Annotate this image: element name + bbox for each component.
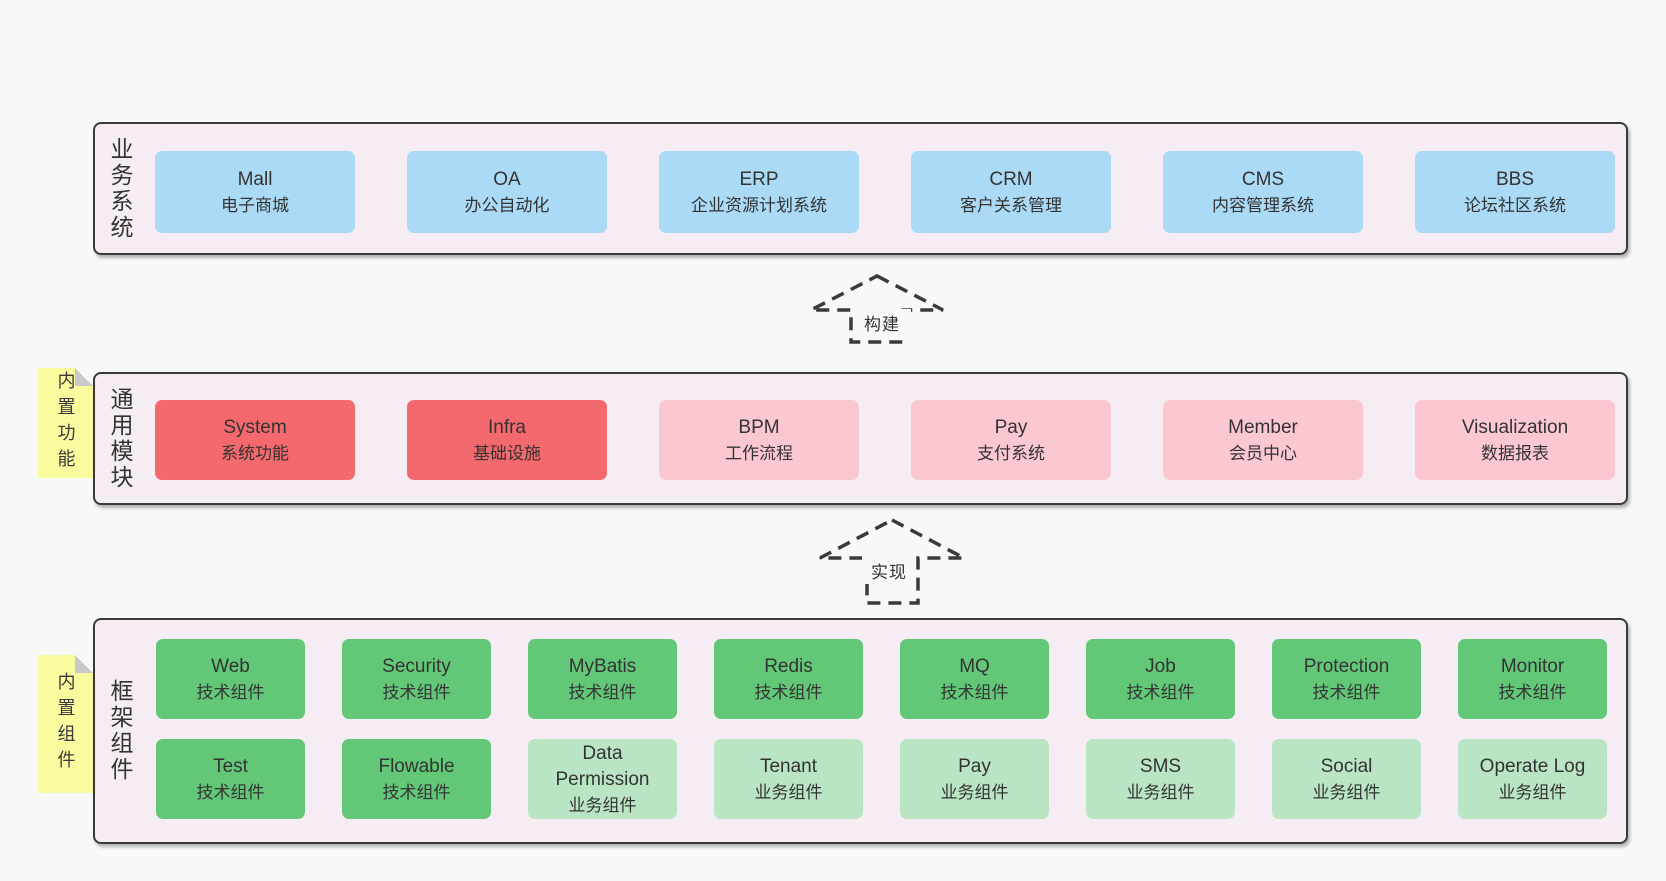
box-tenant: Tenant 业务组件 (714, 739, 863, 819)
box-job: Job 技术组件 (1086, 639, 1235, 719)
box-erp: ERP 企业资源计划系统 (659, 151, 859, 233)
layer-title: 框架组件 (107, 679, 133, 783)
box-row: Mall 电子商城 OA 办公自动化 ERP 企业资源计划系统 CRM 客户关系… (155, 151, 1615, 233)
box-data-permission: Data Permission 业务组件 (528, 739, 677, 819)
arrow-label-implement: 实现 (862, 556, 916, 584)
box-monitor: Monitor 技术组件 (1458, 639, 1607, 719)
box-crm: CRM 客户关系管理 (911, 151, 1111, 233)
box-mybatis: MyBatis 技术组件 (528, 639, 677, 719)
box-sms: SMS 业务组件 (1086, 739, 1235, 819)
layer-common-modules: 通用模块 System 系统功能 Infra 基础设施 BPM 工作流程 Pay… (93, 372, 1628, 505)
box-flowable: Flowable 技术组件 (342, 739, 491, 819)
dashed-up-arrow-icon (810, 274, 944, 344)
sticky-label: 内置组件 (55, 672, 76, 776)
dashed-up-arrow-icon (819, 518, 965, 605)
box-row: System 系统功能 Infra 基础设施 BPM 工作流程 Pay 支付系统… (155, 400, 1615, 480)
box-infra: Infra 基础设施 (407, 400, 607, 480)
box-social: Social 业务组件 (1272, 739, 1421, 819)
sticky-built-in-components: 内置组件 (38, 655, 93, 793)
layer-title: 业务系统 (107, 136, 133, 241)
box-member: Member 会员中心 (1163, 400, 1363, 480)
box-security: Security 技术组件 (342, 639, 491, 719)
sticky-built-in-features: 内置功能 (38, 368, 93, 478)
box-row: Web 技术组件 Security 技术组件 MyBatis 技术组件 Redi… (156, 639, 1607, 719)
arrow-label-build: 构建 (853, 309, 911, 335)
layer-title: 通用模块 (107, 386, 133, 491)
box-oa: OA 办公自动化 (407, 151, 607, 233)
box-visualization: Visualization 数据报表 (1415, 400, 1615, 480)
box-protection: Protection 技术组件 (1272, 639, 1421, 719)
box-mall: Mall 电子商城 (155, 151, 355, 233)
box-cms: CMS 内容管理系统 (1163, 151, 1363, 233)
box-bbs: BBS 论坛社区系统 (1415, 151, 1615, 233)
layer-business-systems: 业务系统 Mall 电子商城 OA 办公自动化 ERP 企业资源计划系统 CRM… (93, 122, 1628, 255)
box-pay-biz: Pay 业务组件 (900, 739, 1049, 819)
box-web: Web 技术组件 (156, 639, 305, 719)
box-operate-log: Operate Log 业务组件 (1458, 739, 1607, 819)
layer-framework-components: 框架组件 Web 技术组件 Security 技术组件 MyBatis 技术组件… (93, 618, 1628, 844)
sticky-label: 内置功能 (55, 371, 76, 475)
folded-corner-icon (75, 368, 93, 386)
folded-corner-icon (75, 655, 93, 673)
box-test: Test 技术组件 (156, 739, 305, 819)
box-redis: Redis 技术组件 (714, 639, 863, 719)
box-pay: Pay 支付系统 (911, 400, 1111, 480)
box-mq: MQ 技术组件 (900, 639, 1049, 719)
box-row: Test 技术组件 Flowable 技术组件 Data Permission … (156, 739, 1607, 819)
box-system: System 系统功能 (155, 400, 355, 480)
box-bpm: BPM 工作流程 (659, 400, 859, 480)
